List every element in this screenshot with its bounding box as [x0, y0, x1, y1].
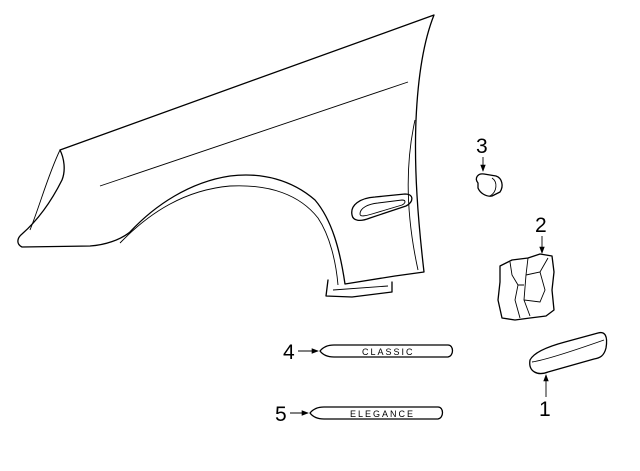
- callout-3: 3: [476, 135, 488, 158]
- classic-emblem-part-4: CLASSIC 4: [283, 341, 454, 364]
- fender-drawing: [17, 14, 435, 298]
- elegance-badge-text: ELEGANCE: [350, 409, 415, 419]
- classic-badge-text: CLASSIC: [362, 347, 415, 357]
- housing-part-2: 2: [497, 214, 555, 321]
- callout-1: 1: [539, 398, 551, 421]
- elegance-emblem-part-5: ELEGANCE 5: [275, 403, 444, 426]
- side-lamp-part-1: 1: [529, 331, 608, 421]
- bulb-part-3: 3: [475, 135, 503, 197]
- callout-5: 5: [275, 403, 287, 426]
- callout-4: 4: [283, 341, 295, 364]
- callout-2: 2: [535, 214, 547, 237]
